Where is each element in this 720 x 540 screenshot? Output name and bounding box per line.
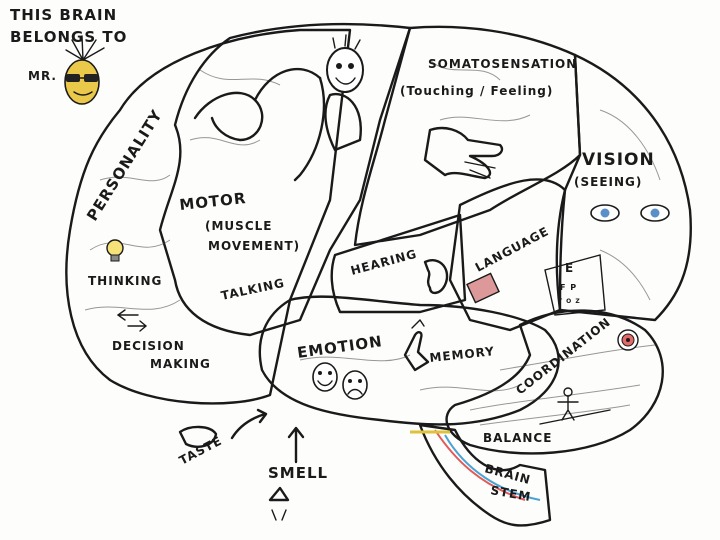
svg-text:F P: F P [560, 283, 577, 292]
owner-line2: BELONGS TO [10, 28, 127, 46]
language-region [448, 178, 567, 332]
temporal-lobe-region [258, 295, 560, 426]
label-motor-sub1: (MUSCLE [205, 219, 272, 233]
balancing-figure-icon [539, 387, 611, 425]
cerebellum-region [445, 309, 664, 455]
tongue-icon [178, 408, 268, 448]
owner-line1: THIS BRAIN [10, 6, 117, 24]
label-decision-2: MAKING [150, 357, 211, 371]
label-memory: MEMORY [429, 344, 496, 365]
running-figure-icon [193, 34, 364, 182]
decision-arrows-icon [116, 309, 148, 332]
frontal-lobe-region [65, 28, 352, 405]
theater-masks-icon [312, 362, 368, 400]
label-thinking: THINKING [88, 274, 162, 288]
svg-text:E: E [565, 261, 574, 275]
book-icon [466, 272, 500, 304]
label-talking: TALKING [220, 276, 286, 303]
label-somatosensation-sub: (Touching / Feeling) [400, 84, 553, 98]
label-somatosensation: SOMATOSENSATION [428, 57, 577, 71]
label-vision: VISION [582, 150, 655, 170]
eye-chart-icon: E F P T O Z [544, 254, 606, 316]
finger-string-icon [403, 319, 430, 372]
label-hearing: HEARING [349, 247, 418, 278]
eyes-icon [590, 204, 670, 222]
label-motor-sub2: MOVEMENT) [208, 239, 300, 253]
brain-stem-region [418, 423, 552, 527]
pineapple-icon [64, 35, 105, 105]
smell-arrow-icon [287, 426, 305, 464]
hand-icon [423, 126, 504, 180]
label-motor: MOTOR [179, 189, 248, 214]
nose-icon [268, 486, 290, 521]
label-balance: BALANCE [483, 431, 552, 445]
label-smell: SMELL [268, 464, 328, 482]
owner-name: MR. [28, 69, 57, 83]
label-language: LANGUAGE [473, 224, 552, 275]
lightbulb-icon [106, 239, 124, 262]
target-icon [617, 329, 639, 351]
vision-region [555, 53, 692, 322]
label-personality: PERSONALITY [83, 106, 166, 224]
svg-text:T O Z: T O Z [558, 298, 581, 305]
ear-icon [423, 259, 449, 295]
label-vision-sub: (SEEING) [574, 175, 642, 189]
somatosensation-region [353, 25, 582, 247]
label-decision-1: DECISION [112, 339, 185, 353]
motor-cortex-region [158, 22, 412, 337]
